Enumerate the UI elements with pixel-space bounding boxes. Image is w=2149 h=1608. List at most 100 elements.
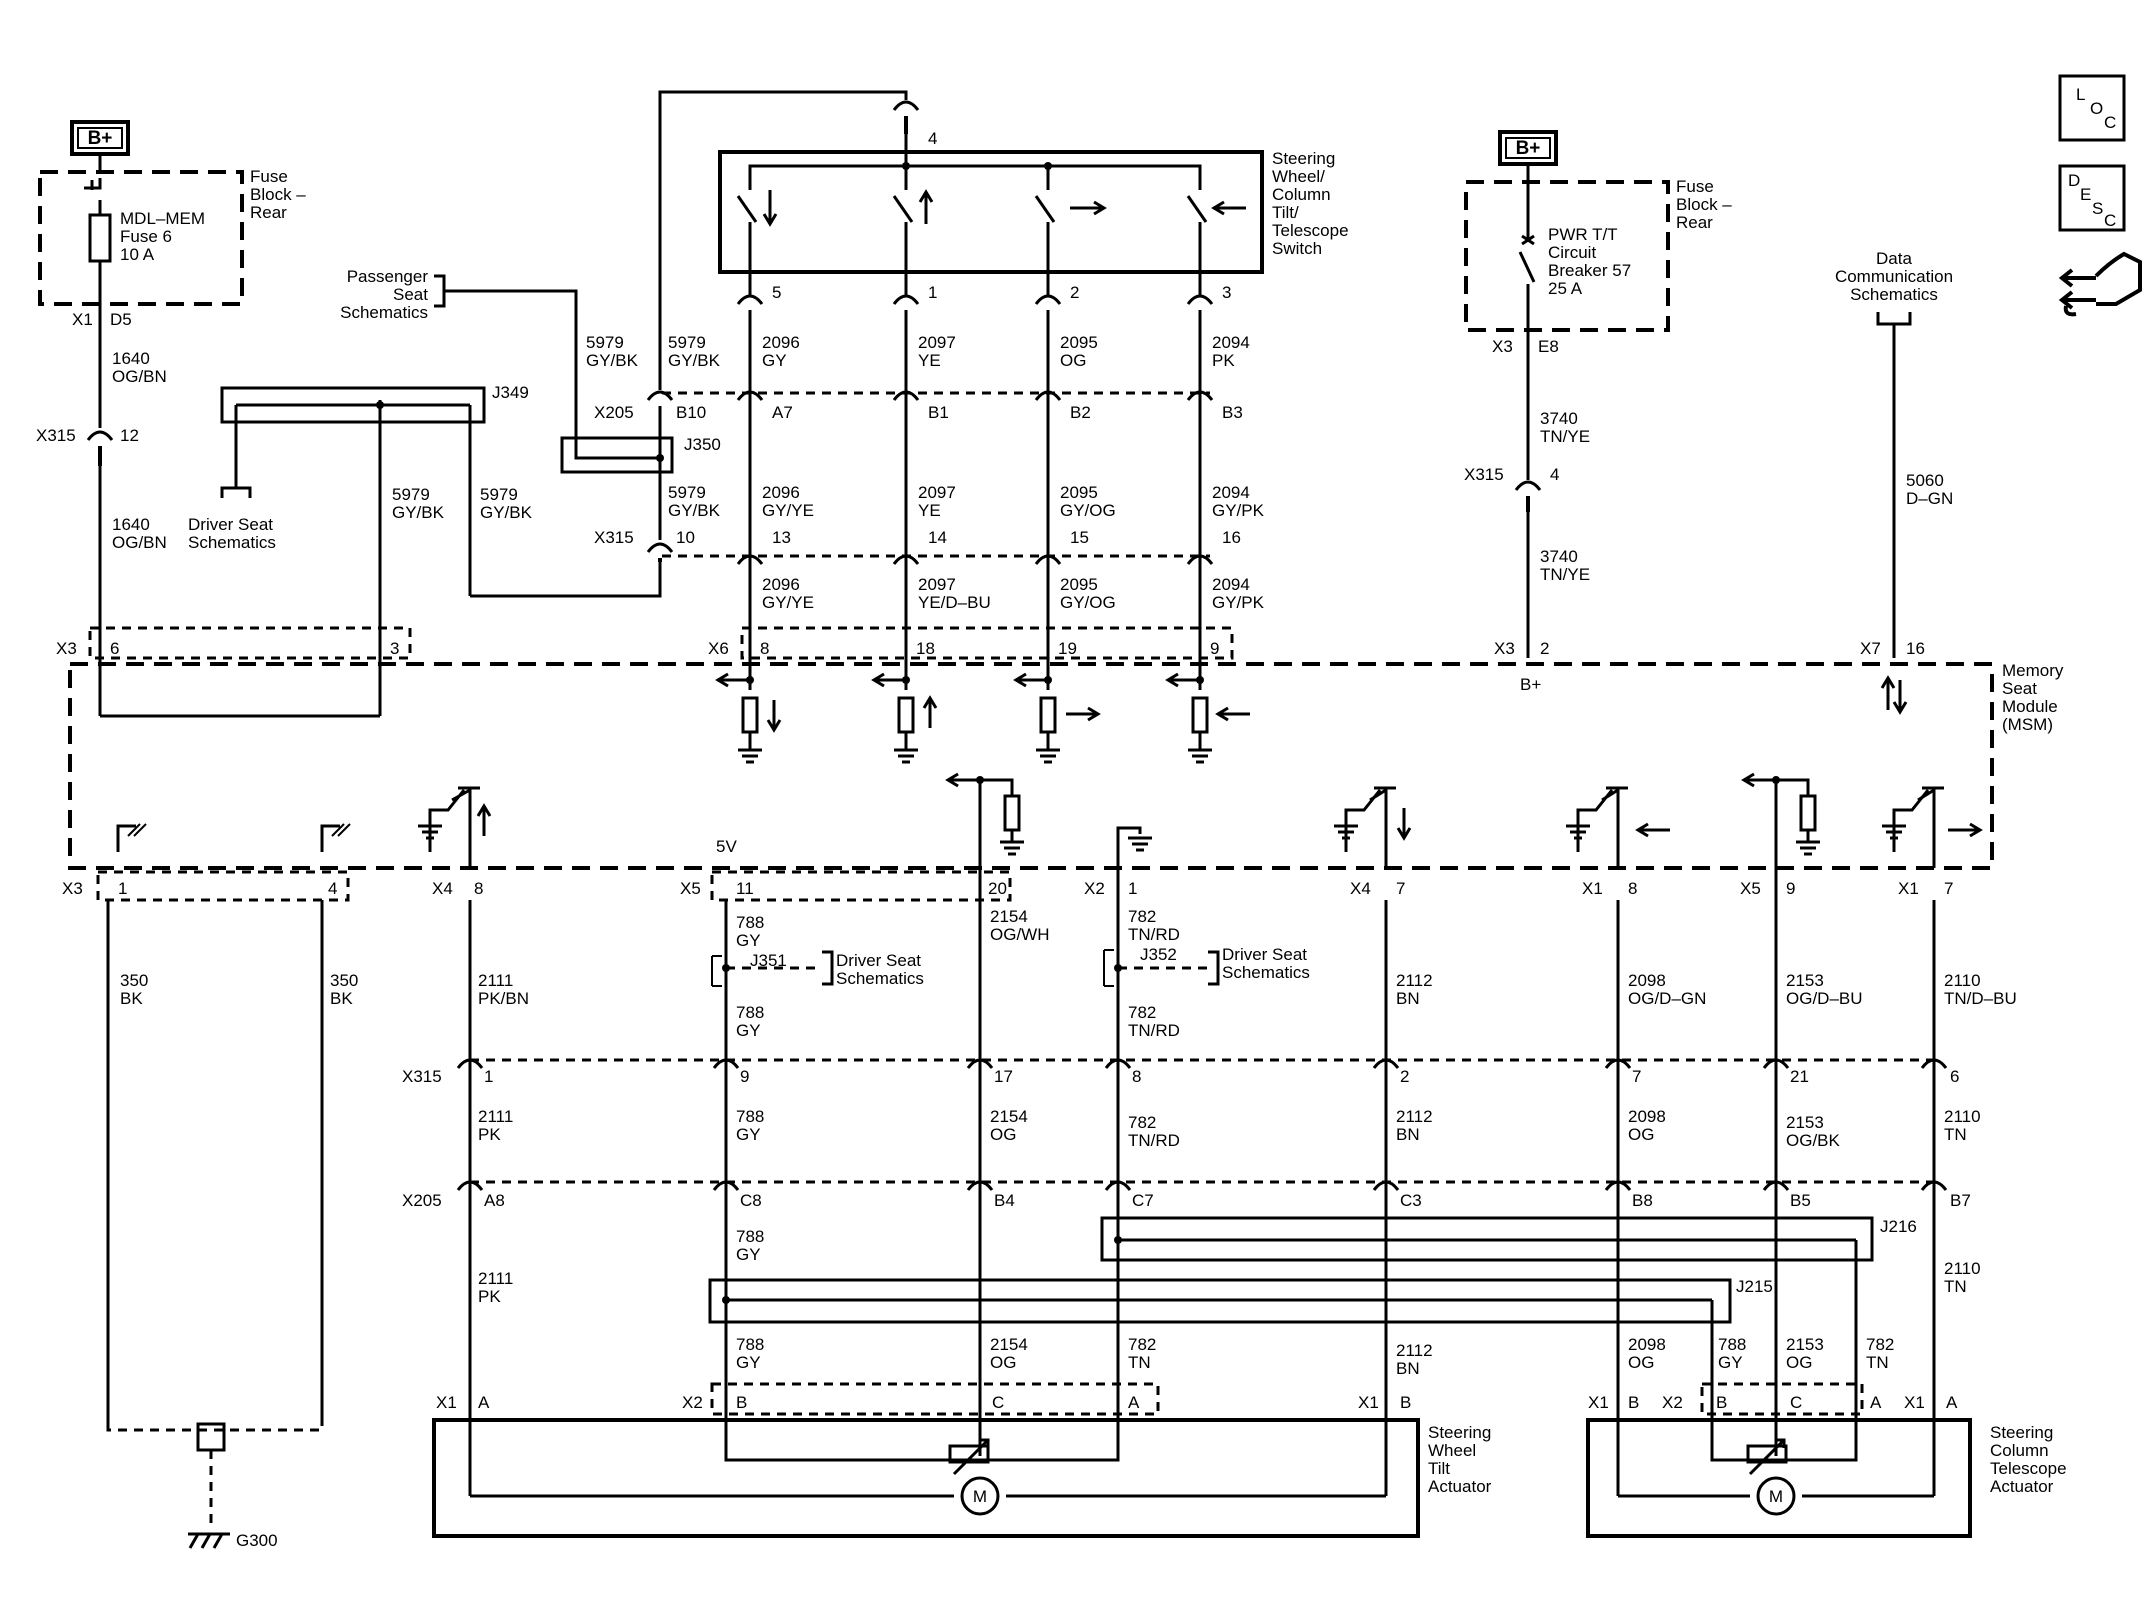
memory-seat-module: Memory Seat Module (MSM)	[68, 661, 2064, 870]
x315-top-row: 13 14 15 16	[736, 528, 1241, 565]
ub-2111-num: 2111	[478, 971, 513, 990]
conn-x3-e8-pin: E8	[1538, 337, 1559, 356]
wire-5979-j349a-num: 5979	[392, 485, 430, 504]
driver-seat-j352-l1: Driver Seat	[1222, 945, 1307, 964]
tilt-title-l3: Tilt	[1428, 1459, 1450, 1478]
wire-3740a-color: TN/YE	[1540, 427, 1590, 446]
loc-icon[interactable]: L O C	[2058, 74, 2126, 142]
mb-788-num: 788	[736, 1107, 764, 1126]
conn-x6-pin9: 9	[1210, 639, 1219, 658]
breaker-l1: PWR T/T	[1548, 225, 1618, 244]
wire-3740b-color: TN/YE	[1540, 565, 1590, 584]
conn-x7-pin: 16	[1906, 639, 1925, 658]
x315b-9: 9	[740, 1067, 749, 1086]
x315-16: 16	[1222, 528, 1241, 547]
conn-x3-bottom: X3	[62, 879, 83, 898]
tele-pin-c: C	[1790, 1393, 1802, 1412]
tele-x1a-label: X1	[1588, 1393, 1609, 1412]
mb-2111-num: 2111	[478, 1107, 513, 1126]
conn-x315-label: X315	[36, 426, 76, 445]
x205-b3: B3	[1222, 403, 1243, 422]
conn-x1-pin8: 8	[1628, 879, 1637, 898]
mb-2110-num: 2110	[1944, 1107, 1981, 1126]
j350-label: J350	[684, 435, 721, 454]
x205b-c8: C8	[740, 1191, 762, 1210]
conn-x2-label: X2	[1084, 879, 1105, 898]
w788-j351-color: GY	[736, 1021, 761, 1040]
conn-x3-2-pin: 2	[1540, 639, 1549, 658]
x315-bottom-row: X315 1 9 17 8 2 7 21 6	[402, 1058, 1959, 1086]
right-power-feed: B+ PWR T/T Circuit Breaker 57 25 A Fuse …	[1464, 130, 1732, 694]
ub-782-num: 782	[1128, 907, 1156, 926]
mb-2110-color: TN	[1944, 1125, 1967, 1144]
wire-2094-mid-color: GY/PK	[1212, 501, 1265, 520]
data-comm: Data Communication Schematics 5060 D–GN …	[1835, 249, 1953, 715]
msm-top-connectors: X3 6 3 X6 8 18 19 9	[56, 626, 1234, 660]
mb-782-color: TN/RD	[1128, 1131, 1180, 1150]
tilt-title-l1: Steering	[1428, 1423, 1491, 1442]
wire-5979-top-num: 5979	[668, 333, 706, 352]
left-power-feed: B+ MDL–MEM Fuse 6 10 A Fuse Block – Rear…	[36, 120, 382, 718]
desc-icon[interactable]: D E S C	[2058, 164, 2126, 232]
tilt-title-l4: Actuator	[1428, 1477, 1492, 1496]
top-wire-labels: 2096 GY 2097 YE 2095 OG 2094 PK	[762, 333, 1250, 370]
tilt-pin-a2: A	[1128, 1393, 1140, 1412]
j351-label: J351	[750, 951, 787, 970]
mb-782-num: 782	[1128, 1113, 1156, 1132]
x205b-b5: B5	[1790, 1191, 1811, 1210]
loc-icon-c: C	[2104, 113, 2116, 132]
driver-seat-j351-l1: Driver Seat	[836, 951, 921, 970]
lb-782b-color: TN	[1866, 1353, 1889, 1372]
msm-bplus-label: B+	[1520, 675, 1541, 694]
mb-2098-num: 2098	[1628, 1107, 1666, 1126]
tilt-x1b-label: X1	[1358, 1393, 1379, 1412]
msm-l4: (MSM)	[2002, 715, 2053, 734]
x205b-b8: B8	[1632, 1191, 1653, 1210]
conn-x1-pin7: 7	[1944, 879, 1953, 898]
ground-circuits: 350 BK 350 BK G300	[106, 900, 358, 1550]
conn-x6-pin19: 19	[1058, 639, 1077, 658]
tele-pin-b2: B	[1716, 1393, 1727, 1412]
w2111-pk-num: 2111	[478, 1269, 513, 1288]
tele-pin-a2: A	[1946, 1393, 1958, 1412]
wrench-arrows-icon[interactable]	[2058, 251, 2142, 317]
w2110-tn-num: 2110	[1944, 1259, 1981, 1278]
wire-2094-mid-num: 2094	[1212, 483, 1250, 502]
wire-5979-trunk: 4 5979 GY/BK X205 B10 5979 GY/BK X315 10	[594, 90, 937, 562]
wire-350b-color: BK	[330, 989, 353, 1008]
switch-title-l1: Steering	[1272, 149, 1335, 168]
conn-x4-label: X4	[432, 879, 453, 898]
lb-2154-color: OG	[990, 1353, 1016, 1372]
right-bplus-label: B+	[1516, 138, 1541, 159]
lb-2153-color: OG	[1786, 1353, 1812, 1372]
ub-2154-num: 2154	[990, 907, 1028, 926]
x315b-21: 21	[1790, 1067, 1809, 1086]
x205-b1: B1	[928, 403, 949, 422]
conn-x315-4-pin: 4	[1550, 465, 1559, 484]
wire-2096-top-color: GY	[762, 351, 787, 370]
mb-2154-color: OG	[990, 1125, 1016, 1144]
wire-1640b-num: 1640	[112, 515, 150, 534]
conn-x4b-label: X4	[1350, 879, 1371, 898]
wire-2095-top-num: 2095	[1060, 333, 1098, 352]
w2110-tn-color: TN	[1944, 1277, 1967, 1296]
steering-switch: Steering Wheel/ Column Tilt/ Telescope S…	[718, 134, 1349, 274]
x205-top-row: A7 B1 B2 B3	[736, 390, 1243, 422]
j349-label: J349	[492, 383, 529, 402]
lb-788b-num: 788	[1718, 1335, 1746, 1354]
fuse-block-right-l1: Fuse	[1676, 177, 1714, 196]
wire-5979-j349b-color: GY/BK	[480, 503, 533, 522]
mb-2111-color: PK	[478, 1125, 501, 1144]
loc-icon-o: O	[2090, 99, 2103, 118]
w782-j352-color: TN/RD	[1128, 1021, 1180, 1040]
j216-label: J216	[1880, 1217, 1917, 1236]
telescope-actuator: X1 B X2 B C A X1 A M Steering Column Tel…	[1586, 1382, 2067, 1538]
driver-seat-j351-l2: Schematics	[836, 969, 924, 988]
data-comm-l1: Data	[1876, 249, 1912, 268]
conn-x5-pin20: 20	[988, 879, 1007, 898]
lower-bottom-labels: 788 GY 2154 OG 782 TN 2112 BN 2098 OG 78…	[736, 1335, 1894, 1378]
splice-packs-bottom: J216 J215 2111 PK 788 GY 2110 TN	[478, 1216, 1981, 1456]
wire-350a-color: BK	[120, 989, 143, 1008]
x205b-b4: B4	[994, 1191, 1015, 1210]
ub-2112-num: 2112	[1396, 971, 1433, 990]
